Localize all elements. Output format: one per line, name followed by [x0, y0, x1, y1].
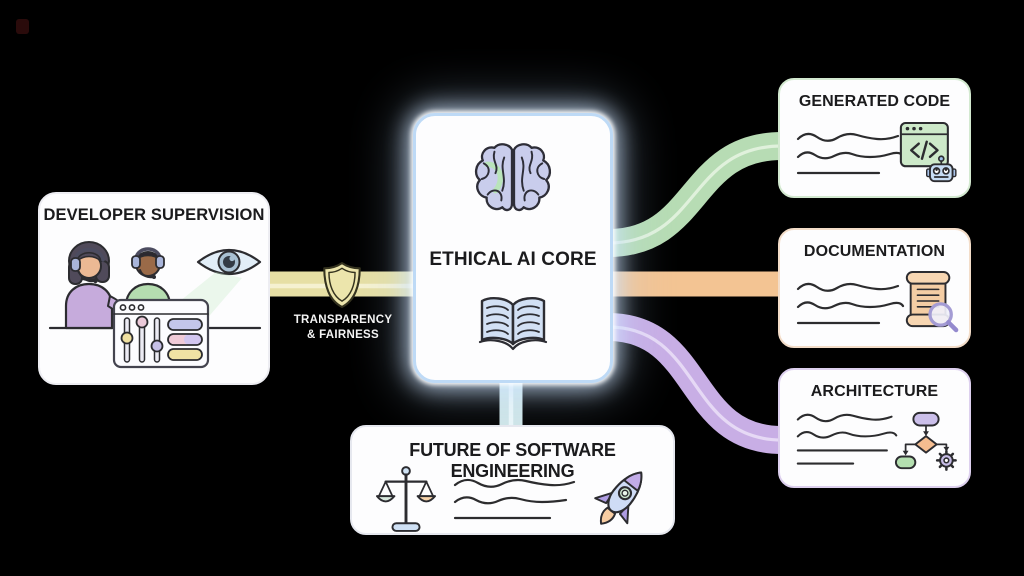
- magnifier-icon: [928, 302, 959, 333]
- balance-scale-icon: [376, 466, 436, 532]
- node-architecture: ARCHITECTURE: [778, 368, 971, 488]
- gear-icon: [935, 449, 957, 471]
- connector-generated-code-stripe: [607, 144, 783, 245]
- mixer-window-icon: [112, 298, 210, 369]
- connector-label: TRANSPARENCY & FAIRNESS: [281, 313, 405, 342]
- corner-artifact-dot: [16, 19, 29, 34]
- architecture-content: [780, 406, 969, 486]
- node-title-documentation: DOCUMENTATION: [803, 243, 946, 260]
- developer-supervision-illustration: [48, 241, 262, 369]
- node-title-architecture: ARCHITECTURE: [810, 383, 939, 400]
- slider-knob-pink: [135, 315, 149, 329]
- flowchart-icon: [894, 411, 957, 471]
- brain-icon: [472, 140, 554, 223]
- squiggle-text-lines: [796, 413, 898, 465]
- code-window-icon: [899, 121, 957, 183]
- node-title-ethical-ai-core: ETHICAL AI CORE: [429, 249, 597, 270]
- node-title-generated-code: GENERATED CODE: [798, 93, 951, 110]
- scroll-icon: [905, 271, 959, 333]
- squiggle-text-lines: [796, 282, 905, 325]
- node-ethical-ai-core: ETHICAL AI CORE: [413, 113, 613, 383]
- rocket-icon: [594, 471, 643, 525]
- node-future-of-software-engineering: FUTURE OF SOFTWARE ENGINEERING: [350, 425, 675, 535]
- connector-architecture-stripe: [607, 325, 783, 442]
- node-developer-supervision: DEVELOPER SUPERVISION: [38, 192, 270, 385]
- squiggle-text-lines: [796, 132, 905, 175]
- node-generated-code: GENERATED CODE: [778, 78, 971, 198]
- open-book-icon: [474, 293, 552, 360]
- node-title-future: FUTURE OF SOFTWARE ENGINEERING: [409, 440, 616, 481]
- woman-headset-icon: [64, 241, 143, 330]
- slider-knob-purple: [150, 339, 164, 353]
- node-title-developer-supervision: DEVELOPER SUPERVISION: [43, 206, 265, 224]
- generated-code-content: [780, 116, 969, 196]
- slider-knob-yellow: [120, 331, 134, 345]
- eye-icon: [196, 249, 262, 275]
- squiggle-text-lines: [453, 478, 576, 520]
- documentation-content: [780, 266, 969, 346]
- connector-label-line1: TRANSPARENCY: [293, 314, 393, 326]
- future-content: [352, 465, 673, 535]
- node-documentation: DOCUMENTATION: [778, 228, 971, 348]
- connector-label-line2: & FAIRNESS: [306, 328, 379, 341]
- shield-icon: [321, 261, 363, 314]
- robot-icon: [926, 155, 957, 183]
